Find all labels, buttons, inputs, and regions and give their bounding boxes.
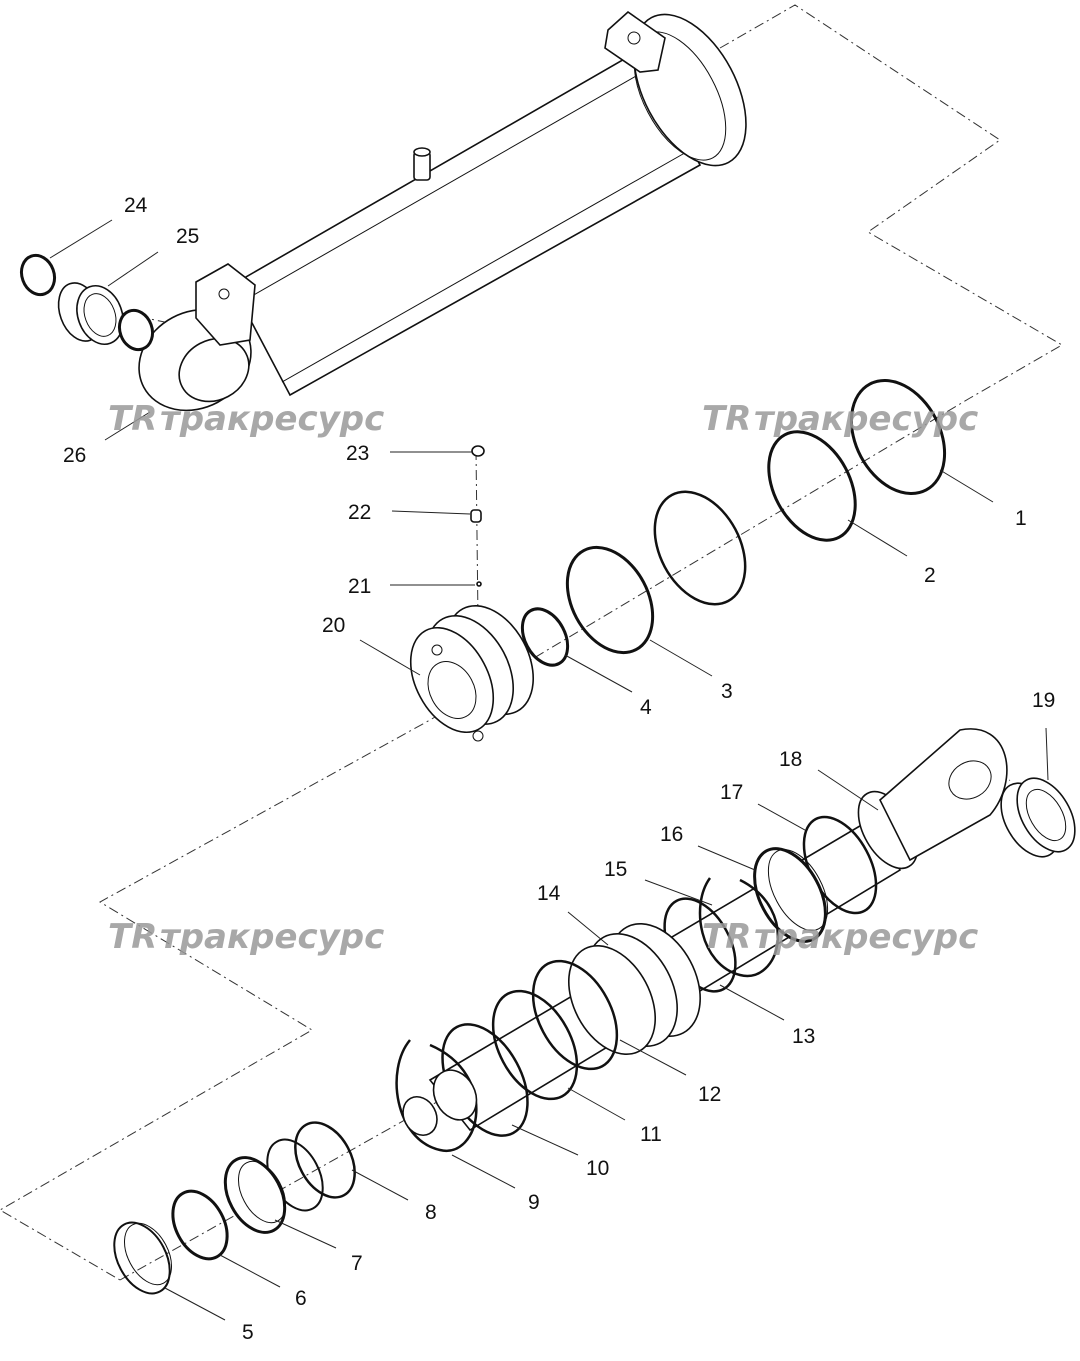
callout-19: 19 — [1032, 689, 1055, 712]
part-8-ring — [294, 1121, 356, 1199]
callout-5: 5 — [242, 1321, 254, 1344]
part-19-bushing — [1000, 777, 1076, 858]
watermark-bottom-left: TR тракресурс — [108, 917, 384, 957]
callout-18: 18 — [779, 748, 802, 771]
callout-labels: 1 2 3 4 5 6 7 8 9 10 11 12 13 14 15 16 1… — [63, 194, 1055, 1344]
callout-25: 25 — [176, 225, 199, 248]
watermark-top-left: TR тракресурс — [108, 399, 384, 439]
part-12-ring — [531, 959, 619, 1071]
part-5-bushing — [113, 1221, 172, 1295]
callout-7: 7 — [351, 1252, 363, 1275]
watermark-bottom-right: TR тракресурс — [702, 917, 978, 957]
part-20-piston — [409, 604, 535, 742]
watermark-text: тракресурс — [160, 917, 384, 957]
cylinder-barrel — [138, 10, 747, 412]
callout-22: 22 — [348, 501, 371, 524]
callout-6: 6 — [295, 1287, 307, 1310]
part-guide-ring — [653, 490, 747, 606]
part-2-ring — [767, 430, 857, 542]
callout-3: 3 — [721, 680, 733, 703]
callout-12: 12 — [698, 1083, 721, 1106]
part-1-ring — [849, 378, 947, 496]
part-15-snap-ring — [698, 877, 780, 978]
part-24-o-ring — [19, 253, 57, 297]
callout-26: 26 — [63, 444, 86, 467]
part-11-ring — [491, 989, 579, 1101]
part-7-seal — [223, 1138, 324, 1234]
part-22-pin — [470, 509, 482, 523]
callout-11: 11 — [640, 1123, 662, 1146]
part-14-head — [567, 922, 701, 1056]
callout-10: 10 — [586, 1157, 609, 1180]
part-16-seal — [753, 847, 829, 943]
callout-16: 16 — [660, 823, 683, 846]
callout-14: 14 — [537, 882, 561, 905]
part-23-screw — [471, 445, 485, 457]
leader-lines — [49, 219, 1049, 1321]
watermark-text: тракресурс — [754, 917, 978, 957]
callout-23: 23 — [346, 442, 369, 465]
watermark-logo: TR — [108, 399, 157, 439]
callout-15: 15 — [604, 858, 627, 881]
watermark: TR тракресурс TR тракресурс TR тракресур… — [108, 399, 978, 957]
part-4-o-ring — [520, 607, 570, 667]
part-25-bushing — [57, 282, 155, 352]
watermark-logo: TR — [108, 917, 157, 957]
part-21-ball — [476, 581, 482, 587]
part-rod-end — [402, 1069, 478, 1136]
callout-2: 2 — [924, 564, 936, 587]
watermark-top-right: TR тракресурс — [702, 399, 978, 439]
watermark-text: тракресурс — [754, 399, 978, 439]
callout-1: 1 — [1015, 507, 1027, 530]
callout-9: 9 — [528, 1191, 540, 1214]
watermark-text: тракресурс — [160, 399, 384, 439]
watermark-logo: TR — [702, 399, 751, 439]
callout-13: 13 — [792, 1025, 815, 1048]
callout-17: 17 — [720, 781, 743, 804]
part-6-ring — [171, 1189, 229, 1261]
callout-4: 4 — [640, 696, 652, 719]
callout-24: 24 — [124, 194, 148, 217]
callout-8: 8 — [425, 1201, 437, 1224]
callout-20: 20 — [322, 614, 345, 637]
watermark-logo: TR — [702, 917, 751, 957]
callout-21: 21 — [348, 575, 371, 598]
part-3-ring — [565, 545, 655, 655]
